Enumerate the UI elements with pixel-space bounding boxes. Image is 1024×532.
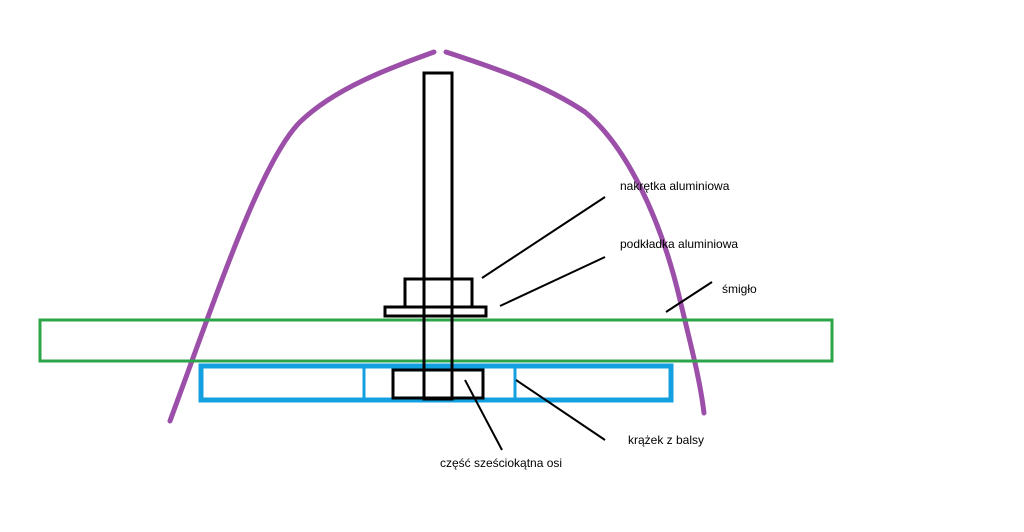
washer-leader-line: [499, 256, 606, 307]
washer-label: podkładka aluminiowa: [620, 237, 738, 251]
spinner-cone-left: [167, 49, 437, 424]
propeller-blade: [38, 318, 834, 363]
hex-shaft-label: część sześciokątna osi: [440, 456, 562, 470]
axle-shaft: [422, 71, 454, 401]
balsa-disc-label: krążek z balsy: [628, 433, 704, 447]
nut-label: nakrętka aluminiowa: [620, 179, 730, 193]
spinner-cone-right: [443, 49, 707, 416]
aluminium-washer: [383, 305, 488, 318]
propeller-label: śmigło: [722, 282, 757, 296]
nut-leader-line: [481, 196, 606, 279]
aluminium-nut: [403, 277, 474, 309]
propeller-leader-line: [665, 281, 713, 313]
balsa-disc-leader-line: [515, 379, 606, 441]
hex-shaft-leader-line: [464, 379, 503, 451]
hex-shaft-part: [391, 368, 485, 400]
